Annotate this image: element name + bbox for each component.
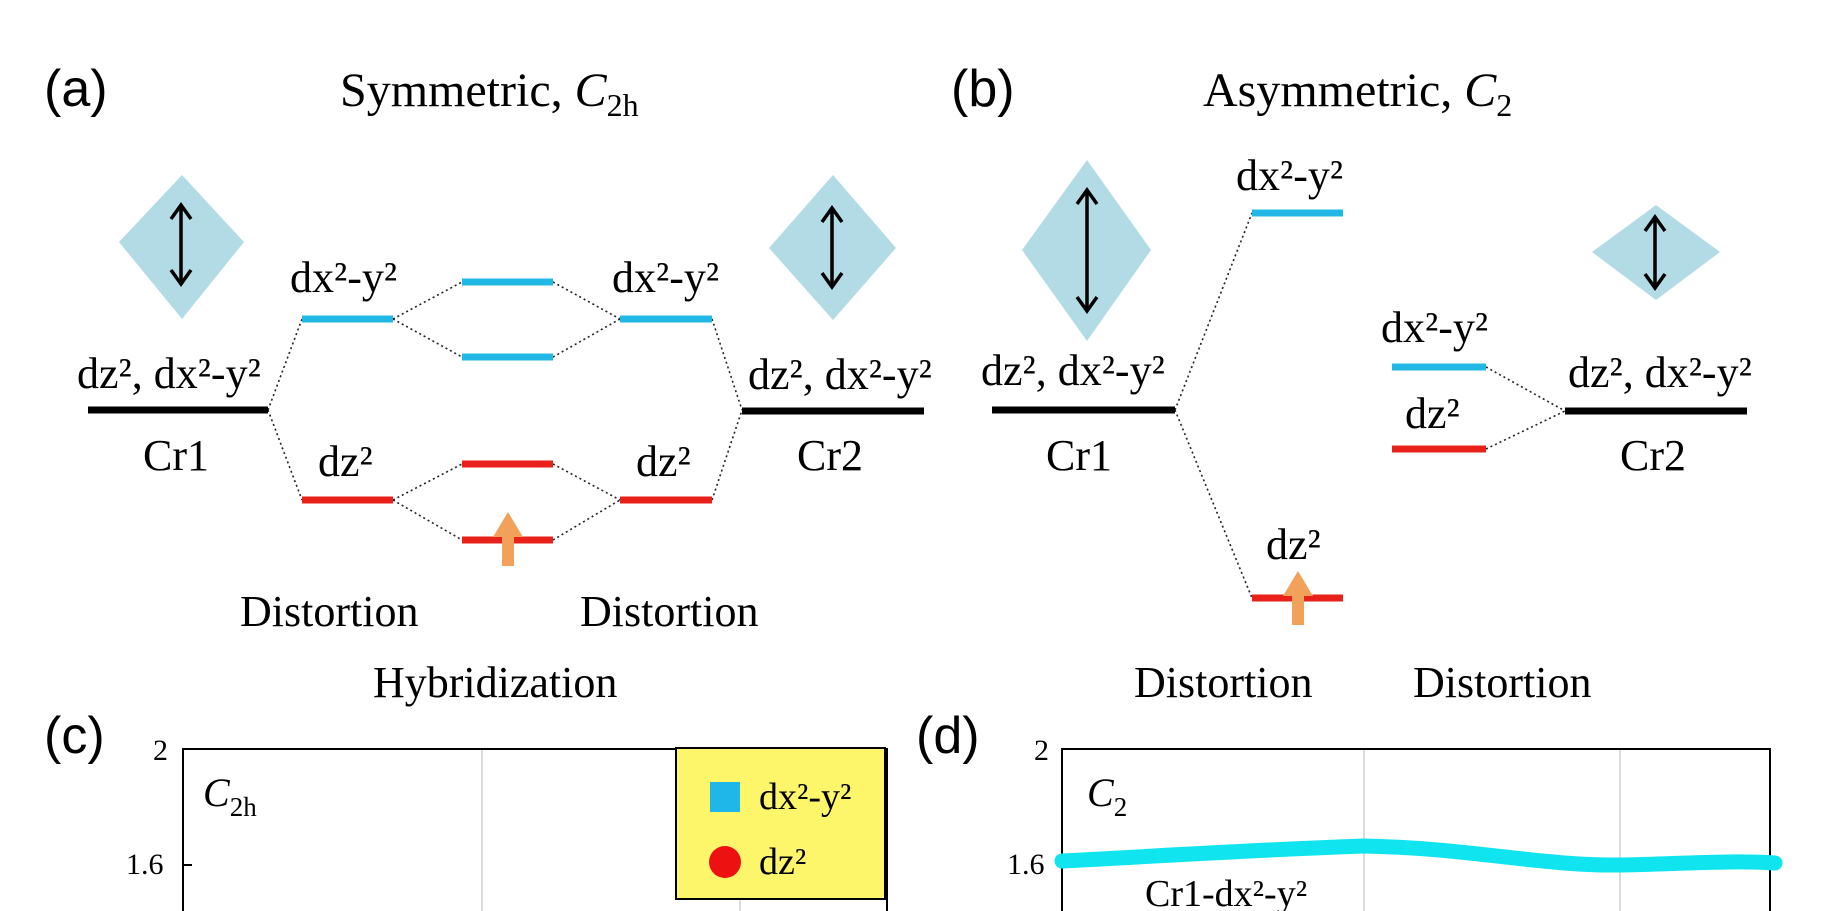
plot-c-symmetry-label: C2h (203, 770, 257, 822)
step-hybridization: Hybridization (373, 658, 617, 707)
low-dz2-label: dz² (1266, 520, 1321, 569)
legend-dx2y2-label: dx²-y² (759, 776, 851, 818)
cr1-dx2y2-label: dx²-y² (290, 253, 397, 302)
step-distortion-left: Distortion (240, 587, 418, 636)
distortion-diamond-cr1 (119, 175, 244, 319)
panel-d-tag: (d) (916, 707, 980, 765)
cr2-dx2y2-label-b: dx²-y² (1381, 303, 1488, 352)
cr2-dz2-label-b: dz² (1405, 389, 1460, 438)
panel-a-title: Symmetric, C2h (340, 64, 639, 123)
panel-a: (a) Symmetric, C2h (44, 60, 932, 707)
panel-b-tag: (b) (951, 60, 1015, 118)
cr2-site-label: Cr2 (797, 431, 863, 480)
distortion-diamond-cr2 (769, 175, 896, 320)
plot-d-symmetry-label: C2 (1087, 770, 1127, 822)
cr1-site-label-b: Cr1 (1046, 431, 1112, 480)
legend-box (675, 747, 886, 900)
plot-d-ytick: 1.6 (1007, 848, 1045, 881)
cr2-dx2y2-label: dx²-y² (612, 253, 719, 302)
cr1-dx2y2-series-label: Cr1-dx²-y² (1145, 873, 1307, 911)
legend-dz2-label: dz² (759, 841, 806, 883)
cr1-dz2-label: dz² (318, 437, 373, 486)
step-distortion-right-b: Distortion (1413, 658, 1591, 707)
high-dx2y2-label: dx²-y² (1236, 151, 1343, 200)
spin-up-arrow-icon (1283, 571, 1313, 625)
legend-dx2y2-marker (710, 782, 740, 812)
cr2-degenerate-label: dz², dx²-y² (748, 350, 932, 399)
step-distortion-right: Distortion (580, 587, 758, 636)
distortion-diamond-cr2-small (1592, 205, 1720, 300)
panel-a-connectors (267, 281, 743, 541)
panel-d: (d) 2 1.6 C2 Cr1-dx²-y² (916, 707, 1783, 911)
cr2-site-label-b: Cr2 (1620, 431, 1686, 480)
spin-up-arrow-icon (493, 512, 523, 566)
plot-c-ytick: 1.6 (126, 848, 164, 881)
plot-c-ytick: 2 (153, 734, 168, 767)
panel-b-connectors (1174, 212, 1566, 599)
panel-a-tag: (a) (44, 60, 108, 118)
plot-d-ytick: 2 (1034, 734, 1049, 767)
legend-dz2-marker (709, 846, 741, 878)
cr2-degenerate-label-b: dz², dx²-y² (1568, 348, 1752, 397)
plot-c-frame (182, 748, 888, 911)
distortion-diamond-cr1-large (1022, 160, 1151, 341)
panel-b: (b) Asymmetric, C2 dz², dx (951, 60, 1752, 707)
panel-c-tag: (c) (44, 707, 105, 765)
cr1-site-label: Cr1 (143, 431, 209, 480)
panel-b-title: Asymmetric, C2 (1203, 64, 1512, 123)
plot-d-frame (1061, 748, 1771, 911)
cr1-dx2y2-series-line (1054, 838, 1783, 873)
plot-c-legend: dx²-y² dz² (675, 747, 886, 900)
cr1-degenerate-label: dz², dx²-y² (77, 349, 261, 398)
step-distortion-left-b: Distortion (1134, 658, 1312, 707)
cr2-dz2-label: dz² (636, 437, 691, 486)
cr1-degenerate-label-b: dz², dx²-y² (981, 346, 1165, 395)
panel-c: (c) 2 1.6 C2h dx²-y² dz² (44, 707, 888, 911)
